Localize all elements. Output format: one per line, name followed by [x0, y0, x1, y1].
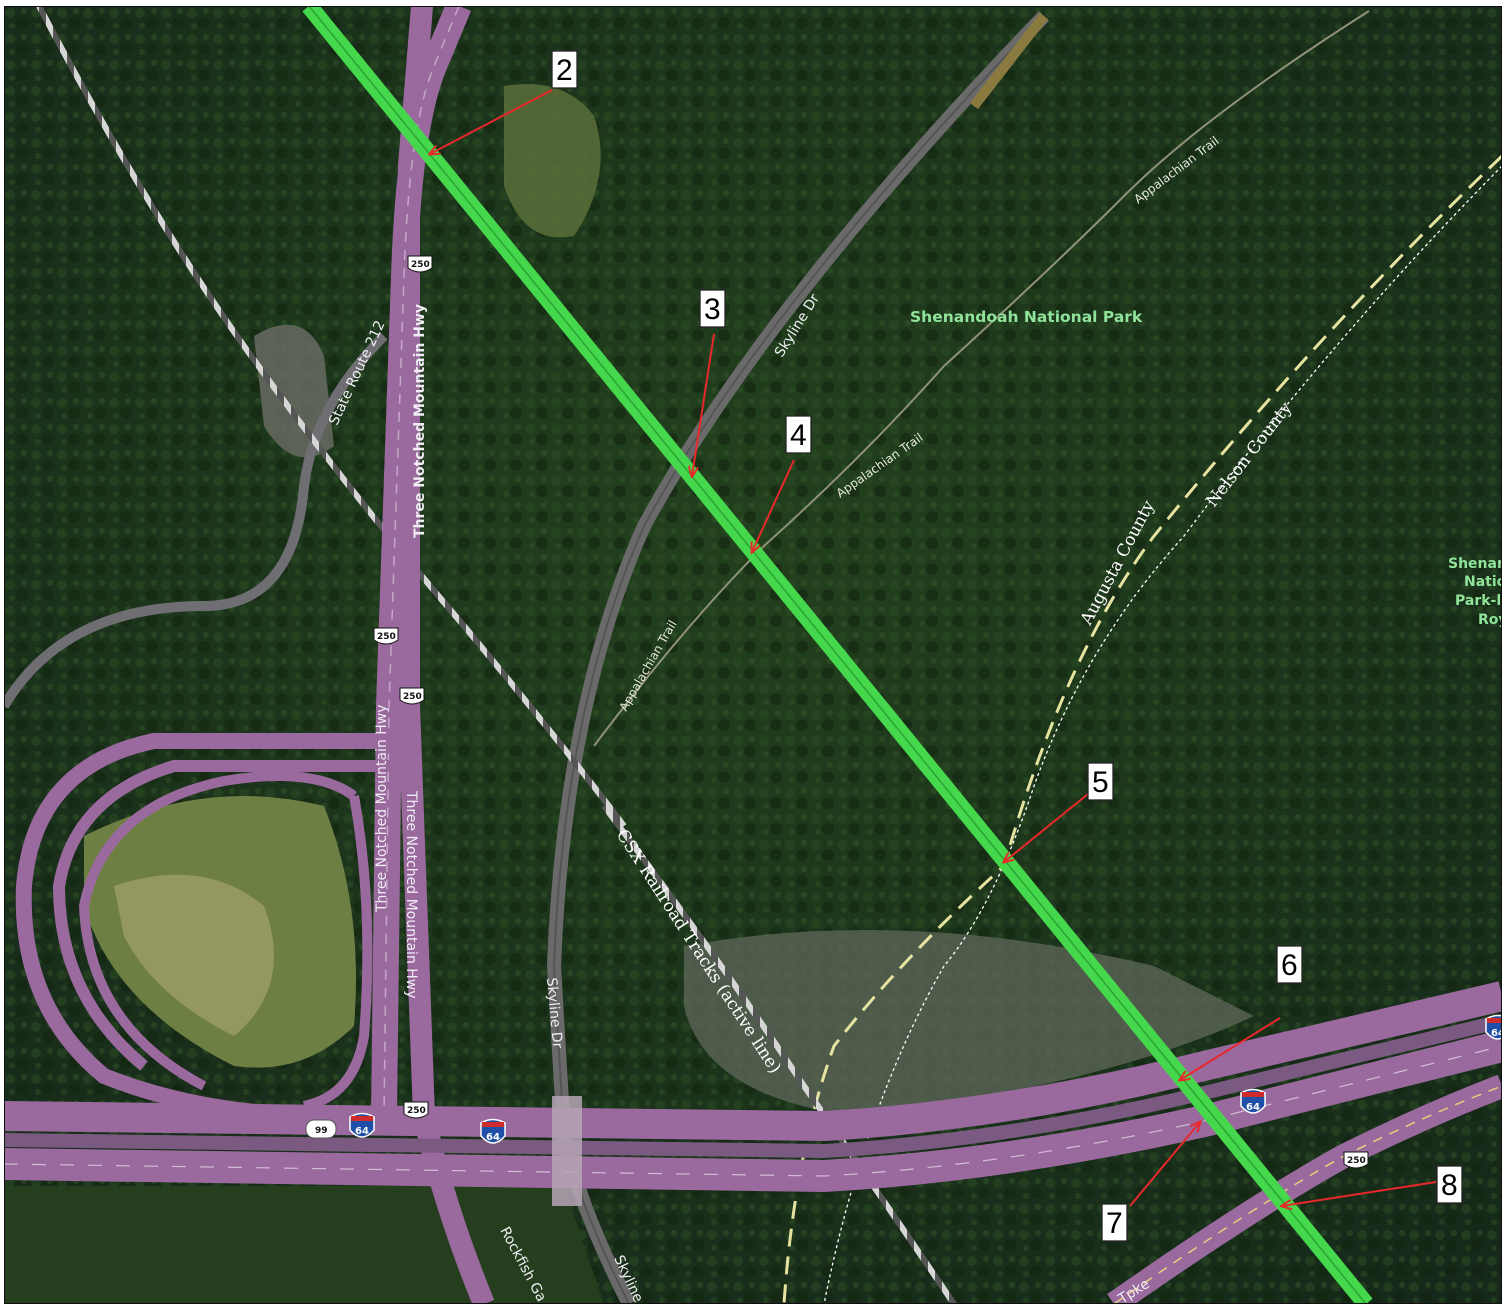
park-partial-3: Park-l [1455, 593, 1501, 609]
i64-median [3, 1014, 1504, 1159]
marker-8: 8 [1436, 1165, 1463, 1204]
park-label: Shenandoah National Park [910, 308, 1143, 326]
svg-text:99: 99 [315, 1126, 328, 1136]
interchange-field-light [114, 874, 274, 1036]
arrow-5 [1004, 793, 1089, 862]
svg-text:64: 64 [1246, 1102, 1260, 1113]
three-notched-label-1: Three Notched Mountain Hwy [412, 304, 428, 538]
svg-text:2: 2 [556, 54, 573, 87]
i64-shield-4: 64 [1485, 1014, 1504, 1040]
i64-shield-1: 64 [349, 1112, 375, 1138]
us250-shield-2: 250 [373, 627, 399, 645]
i64-westbound [3, 981, 1504, 1142]
svg-text:4: 4 [790, 419, 807, 452]
three-notched-label-3: Three Notched Mountain Hwy [403, 790, 419, 999]
clearing-gravel [254, 324, 334, 458]
marker-3: 3 [699, 289, 726, 328]
us250-shield-1: 250 [407, 255, 433, 273]
svg-text:250: 250 [403, 692, 422, 702]
ramp-inner [78, 771, 357, 1091]
csx-rail-south [601, 804, 957, 1306]
svg-text:7: 7 [1106, 1207, 1123, 1240]
marker-7: 7 [1101, 1203, 1128, 1242]
svg-text:64: 64 [486, 1132, 500, 1143]
i64-eastbound [3, 1030, 1504, 1193]
map-border [4, 6, 1502, 1304]
us250-shield-4: 250 [403, 1101, 429, 1119]
arrow-3 [692, 333, 715, 476]
svg-text:64: 64 [1491, 1028, 1502, 1039]
marker-4: 4 [785, 415, 812, 454]
skyline-bridge [552, 1096, 582, 1206]
us250-divider [383, 5, 460, 1117]
park-partial-4: Roy [1478, 612, 1502, 628]
csx-rail-north [36, 4, 627, 828]
skyline-dr-label-south: Skyline Dr [543, 977, 565, 1049]
transmission-line-center [308, 5, 1367, 1305]
svg-text:6: 6 [1281, 949, 1298, 982]
arrow-7 [1129, 1122, 1200, 1207]
svg-text:250: 250 [1347, 1156, 1366, 1166]
i64-shield-2: 64 [480, 1118, 506, 1144]
arrow-2 [430, 89, 553, 154]
us250-shield-5: 250 [1343, 1151, 1369, 1169]
us250-shield-3: 250 [399, 687, 425, 705]
svg-text:8: 8 [1441, 1169, 1458, 1202]
svg-text:250: 250 [407, 1106, 426, 1116]
three-notched-label-2: Three Notched Mountain Hwy [374, 704, 390, 913]
marker-5: 5 [1087, 762, 1114, 801]
us250-southeast-centerline [1113, 1085, 1503, 1305]
arrow-4 [752, 459, 795, 552]
svg-text:5: 5 [1092, 766, 1109, 799]
ramp-loop [302, 795, 373, 1111]
exit-99-badge: 99 [305, 1119, 337, 1139]
arrow-6 [1180, 1017, 1281, 1080]
clearing-north [504, 84, 601, 238]
appalachian-trail-path [593, 10, 1370, 747]
i64-shield-3: 64 [1240, 1088, 1266, 1114]
svg-text:250: 250 [411, 260, 430, 270]
state-route-212-road [0, 332, 388, 709]
park-partial-1: Shenan [1448, 556, 1502, 572]
marker-6: 6 [1276, 945, 1303, 984]
marker-2: 2 [551, 50, 578, 89]
arrow-8 [1282, 1181, 1437, 1206]
park-partial-2: Natio [1464, 574, 1502, 590]
skyline-drive-north-spur [970, 12, 1048, 110]
ramp-middle [52, 760, 394, 1071]
svg-text:64: 64 [355, 1126, 369, 1137]
svg-text:250: 250 [377, 632, 396, 642]
svg-text:3: 3 [704, 293, 721, 326]
